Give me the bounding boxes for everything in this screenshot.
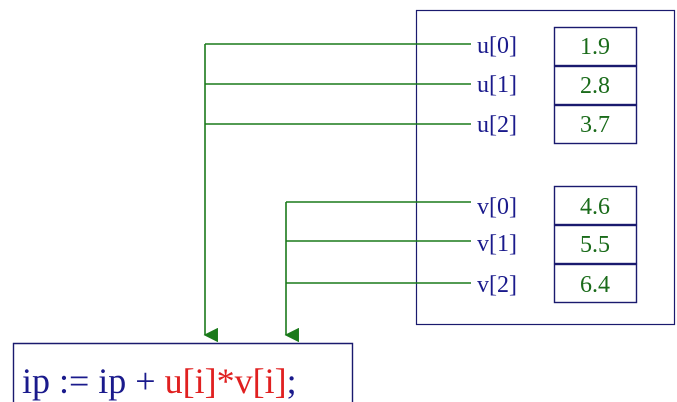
u1-value: 2.8	[580, 73, 610, 99]
u1-cell	[553, 65, 638, 106]
memory-panel	[415, 9, 676, 326]
statement-box	[12, 342, 354, 402]
v1-value: 5.5	[580, 232, 610, 258]
v0-value: 4.6	[580, 194, 610, 220]
v1-cell	[553, 224, 638, 265]
u2-value: 3.7	[580, 112, 610, 138]
u1-label: u[1]	[477, 72, 517, 98]
statement-suffix: ;	[287, 361, 297, 401]
v1-label: v[1]	[477, 231, 517, 257]
statement-prefix: ip := ip +	[22, 361, 165, 401]
u0-value: 1.9	[580, 34, 610, 60]
v2-label: v[2]	[477, 272, 517, 298]
u0-label: u[0]	[477, 33, 517, 59]
u-wires	[203, 43, 471, 343]
statement-expression: ip := ip + u[i]*v[i];	[22, 361, 297, 401]
v-wires	[284, 201, 471, 343]
v2-cell	[553, 263, 638, 304]
u2-label: u[2]	[477, 112, 517, 138]
statement-highlight: u[i]*v[i]	[165, 361, 287, 401]
v2-value: 6.4	[580, 272, 610, 298]
u0-cell	[553, 26, 638, 67]
v0-label: v[0]	[477, 194, 517, 220]
u2-cell	[553, 104, 638, 145]
v0-cell	[553, 185, 638, 226]
